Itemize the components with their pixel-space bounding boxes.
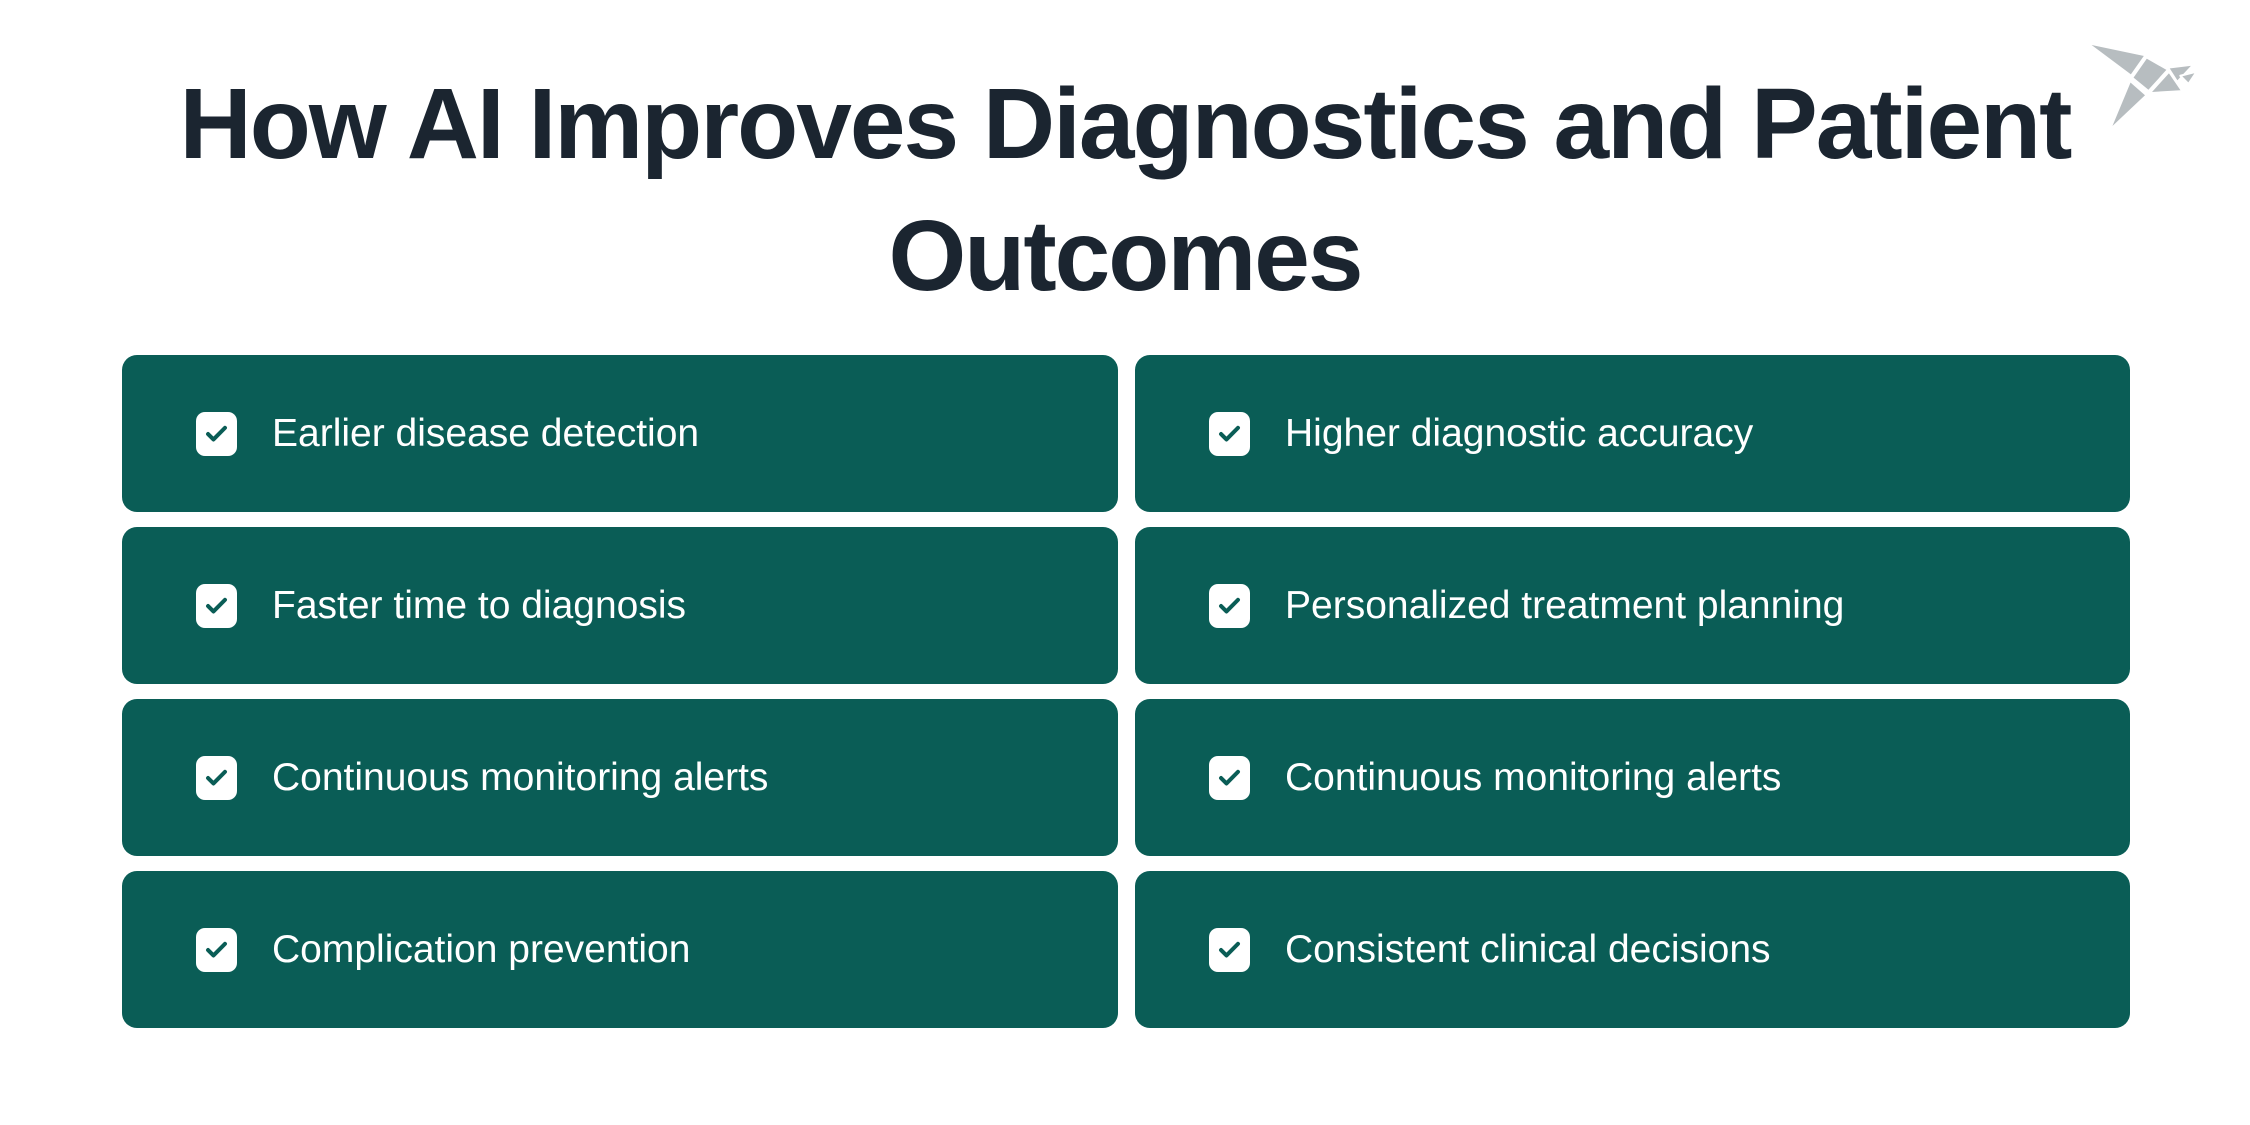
checklist-card: Continuous monitoring alerts [1135,699,2130,856]
checklist-card: Complication prevention [122,871,1118,1028]
checked-checkbox-icon [1209,927,1250,972]
checklist-grid: Earlier disease detection Higher diagnos… [122,355,2130,1028]
page-title: How AI Improves Diagnostics and Patient … [0,58,2250,322]
card-label: Higher diagnostic accuracy [1285,412,1754,455]
checked-checkbox-icon [196,755,237,800]
checklist-card: Personalized treatment planning [1135,527,2130,684]
checklist-card: Higher diagnostic accuracy [1135,355,2130,512]
checked-checkbox-icon [1209,583,1250,628]
page-title-line-1: How AI Improves Diagnostics and Patient [179,68,2073,180]
origami-bird-logo [2086,41,2198,132]
checked-checkbox-icon [1209,411,1250,456]
page-title-line-2: Outcomes [888,200,1363,312]
checked-checkbox-icon [196,927,237,972]
checklist-card: Earlier disease detection [122,355,1118,512]
checklist-card: Continuous monitoring alerts [122,699,1118,856]
card-label: Personalized treatment planning [1285,584,1845,627]
card-label: Continuous monitoring alerts [1285,756,1782,799]
card-label: Consistent clinical decisions [1285,928,1771,971]
card-label: Continuous monitoring alerts [272,756,769,799]
card-label: Earlier disease detection [272,412,700,455]
card-label: Complication prevention [272,928,691,971]
checked-checkbox-icon [1209,755,1250,800]
checklist-card: Faster time to diagnosis [122,527,1118,684]
checked-checkbox-icon [196,583,237,628]
card-label: Faster time to diagnosis [272,584,687,627]
checklist-card: Consistent clinical decisions [1135,871,2130,1028]
checked-checkbox-icon [196,411,237,456]
